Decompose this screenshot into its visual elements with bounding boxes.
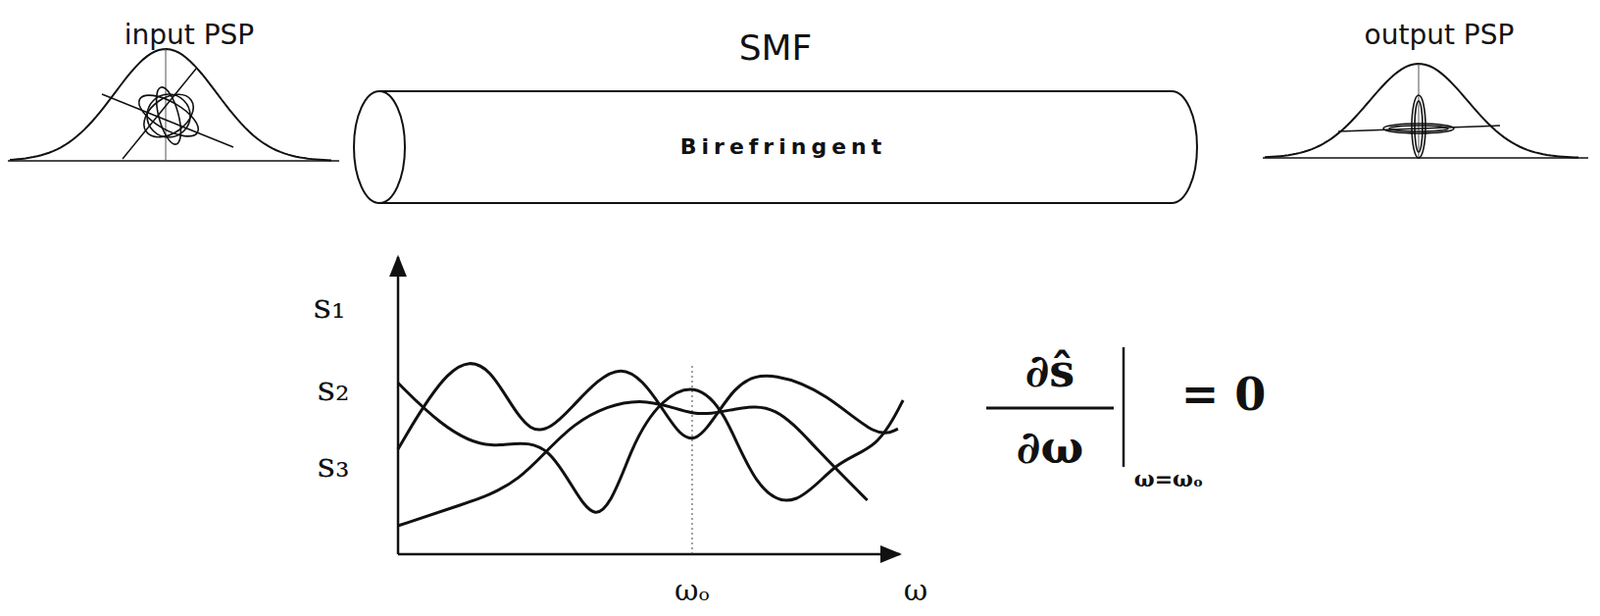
polarization-ellipse xyxy=(1411,95,1426,158)
pulse-center xyxy=(1418,63,1420,158)
axis-label: ω xyxy=(903,575,928,605)
axis-label: s₂ xyxy=(317,370,350,406)
pulse-envelope xyxy=(9,49,332,160)
polarization-axis xyxy=(1338,125,1500,132)
stokes-curves xyxy=(398,363,903,526)
polarization-ellipse xyxy=(1414,100,1423,152)
stokes-curve xyxy=(398,400,868,526)
axis-tick-label: ωₒ xyxy=(674,575,710,605)
pulse-baseline xyxy=(7,159,340,162)
equation-value: = 0 xyxy=(1181,371,1267,417)
pulse-figures xyxy=(7,49,1589,161)
x-axis xyxy=(398,552,900,556)
evaluation-bar xyxy=(1122,347,1126,467)
stokes-graph xyxy=(398,256,903,554)
equation-denominator: ∂ω xyxy=(1016,424,1084,470)
equation-subscript: ω=ωₒ xyxy=(1134,467,1204,490)
pulse-label: input PSP xyxy=(124,21,254,50)
fraction-bar xyxy=(986,406,1114,410)
pulse-baseline xyxy=(1262,156,1589,159)
axis-label: s₃ xyxy=(317,447,350,483)
fiber-title: SMF xyxy=(739,30,813,66)
pulse-envelope xyxy=(1264,63,1579,158)
polarization-axis xyxy=(122,68,197,159)
equation-numerator: ∂ŝ xyxy=(1025,348,1075,394)
polarization-axis xyxy=(101,94,234,148)
fiber-cylinder: SMFBirefringent xyxy=(351,90,1200,204)
omega-marker-line xyxy=(692,362,694,554)
stokes-curve xyxy=(398,363,899,450)
pulse-label: output PSP xyxy=(1364,21,1515,50)
axis-label: s₁ xyxy=(313,288,347,324)
y-axis xyxy=(397,256,400,554)
polarization-ellipse xyxy=(133,87,205,145)
fiber-label: Birefringent xyxy=(680,136,888,158)
